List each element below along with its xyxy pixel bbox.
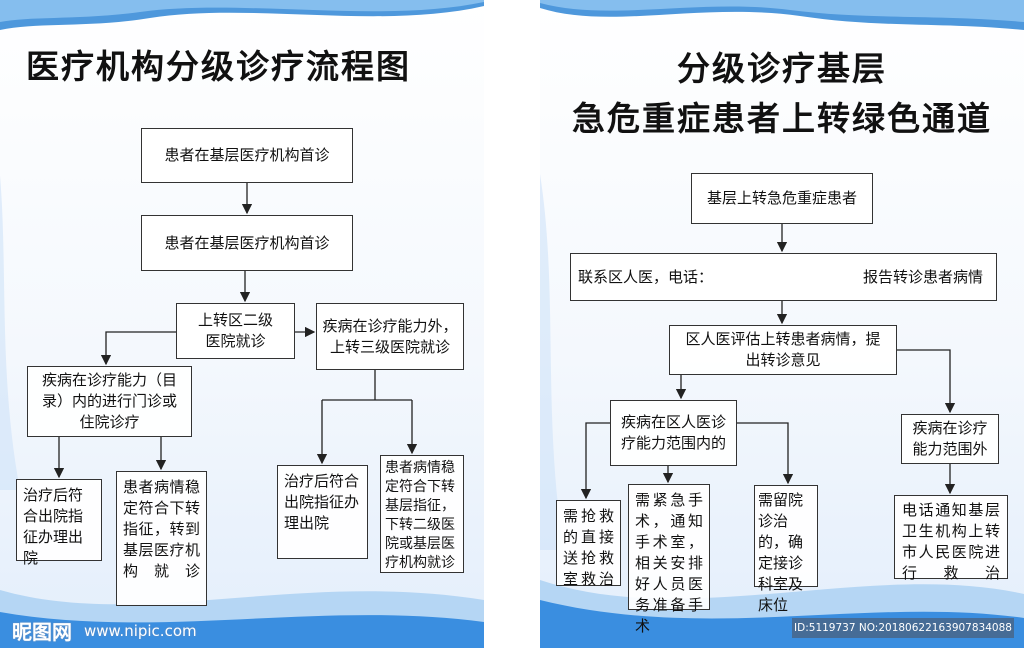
report-condition-label: 报告转诊患者病情 [862, 268, 983, 286]
left-page-title: 医疗机构分级诊疗流程图 [26, 47, 411, 86]
right-step-urgent-surgery: 需紧急手术，通知手术室，相关安排好人员医务准备手术 [628, 484, 710, 635]
right-step-contact-hospital: 联系区人医，电话： 报告转诊患者病情 [570, 253, 997, 301]
watermark-logo: 昵图网 [12, 620, 72, 644]
bottom-wave-decoration [0, 590, 484, 648]
left-step-discharge-secondary: 治疗后符合出院指征办理出院 [16, 479, 102, 567]
right-poster-panel: 分级诊疗基层 急危重症患者上转绿色通道 基层上转急危重症患者 联系区人医，电话：… [540, 0, 1024, 648]
right-step-within-capacity: 疾病在区人医诊疗能力范围内的 [610, 400, 737, 466]
right-step-beyond-capacity: 疾病在诊疗能力范围外 [901, 414, 999, 464]
right-step-admission: 需留院诊治的，确定接诊科室及床位 [754, 485, 818, 614]
right-page-title-line2: 急危重症患者上转绿色通道 [572, 99, 992, 138]
left-side-wave [0, 175, 20, 490]
left-step-discharge-tertiary: 治疗后符合出院指征办理出院 [277, 465, 368, 559]
left-poster-panel: 医疗机构分级诊疗流程图 患者在基层医疗机构首诊 患者在基层医疗机构首诊 上转区二… [0, 0, 484, 648]
right-step-assess-condition: 区人医评估上转患者病情，提出转诊意见 [669, 325, 897, 375]
right-side-wave [540, 174, 564, 550]
contact-phone-label: 联系区人医，电话： [578, 268, 714, 286]
left-step-treat-in-scope: 疾病在诊疗能力（目录）内的进行门诊或住院诊疗 [27, 366, 192, 437]
left-step-first-visit: 患者在基层医疗机构首诊 [141, 128, 353, 183]
top-wave-decoration-right [540, 0, 1024, 30]
top-wave-decoration [0, 0, 484, 30]
right-page-title-line1: 分级诊疗基层 [677, 49, 887, 88]
right-step-emergency-rescue: 需抢救的直接送抢救室救治 [556, 500, 621, 588]
left-step-refer-tertiary: 疾病在诊疗能力外，上转三级医院就诊 [316, 303, 464, 370]
right-step-notify-city-hospital: 电话通知基层卫生机构上转市人民医院进行救治 [894, 495, 1008, 582]
watermark-id: ID:5119737 NO:20180622163907834088 [792, 618, 1014, 638]
left-step-first-visit-repeat: 患者在基层医疗机构首诊 [141, 215, 353, 271]
right-step-refer-critical: 基层上转急危重症患者 [691, 173, 873, 224]
left-step-downward-secondary-or-primary: 患者病情稳定符合下转基层指征，下转二级医院或基层医疗机构就诊 [380, 455, 464, 573]
watermark-url: www.nipic.com [84, 622, 197, 640]
left-step-downward-to-primary: 患者病情稳定符合下转指征，转到基层医疗机构就诊 [116, 471, 207, 606]
left-step-refer-secondary: 上转区二级医院就诊 [176, 303, 295, 359]
